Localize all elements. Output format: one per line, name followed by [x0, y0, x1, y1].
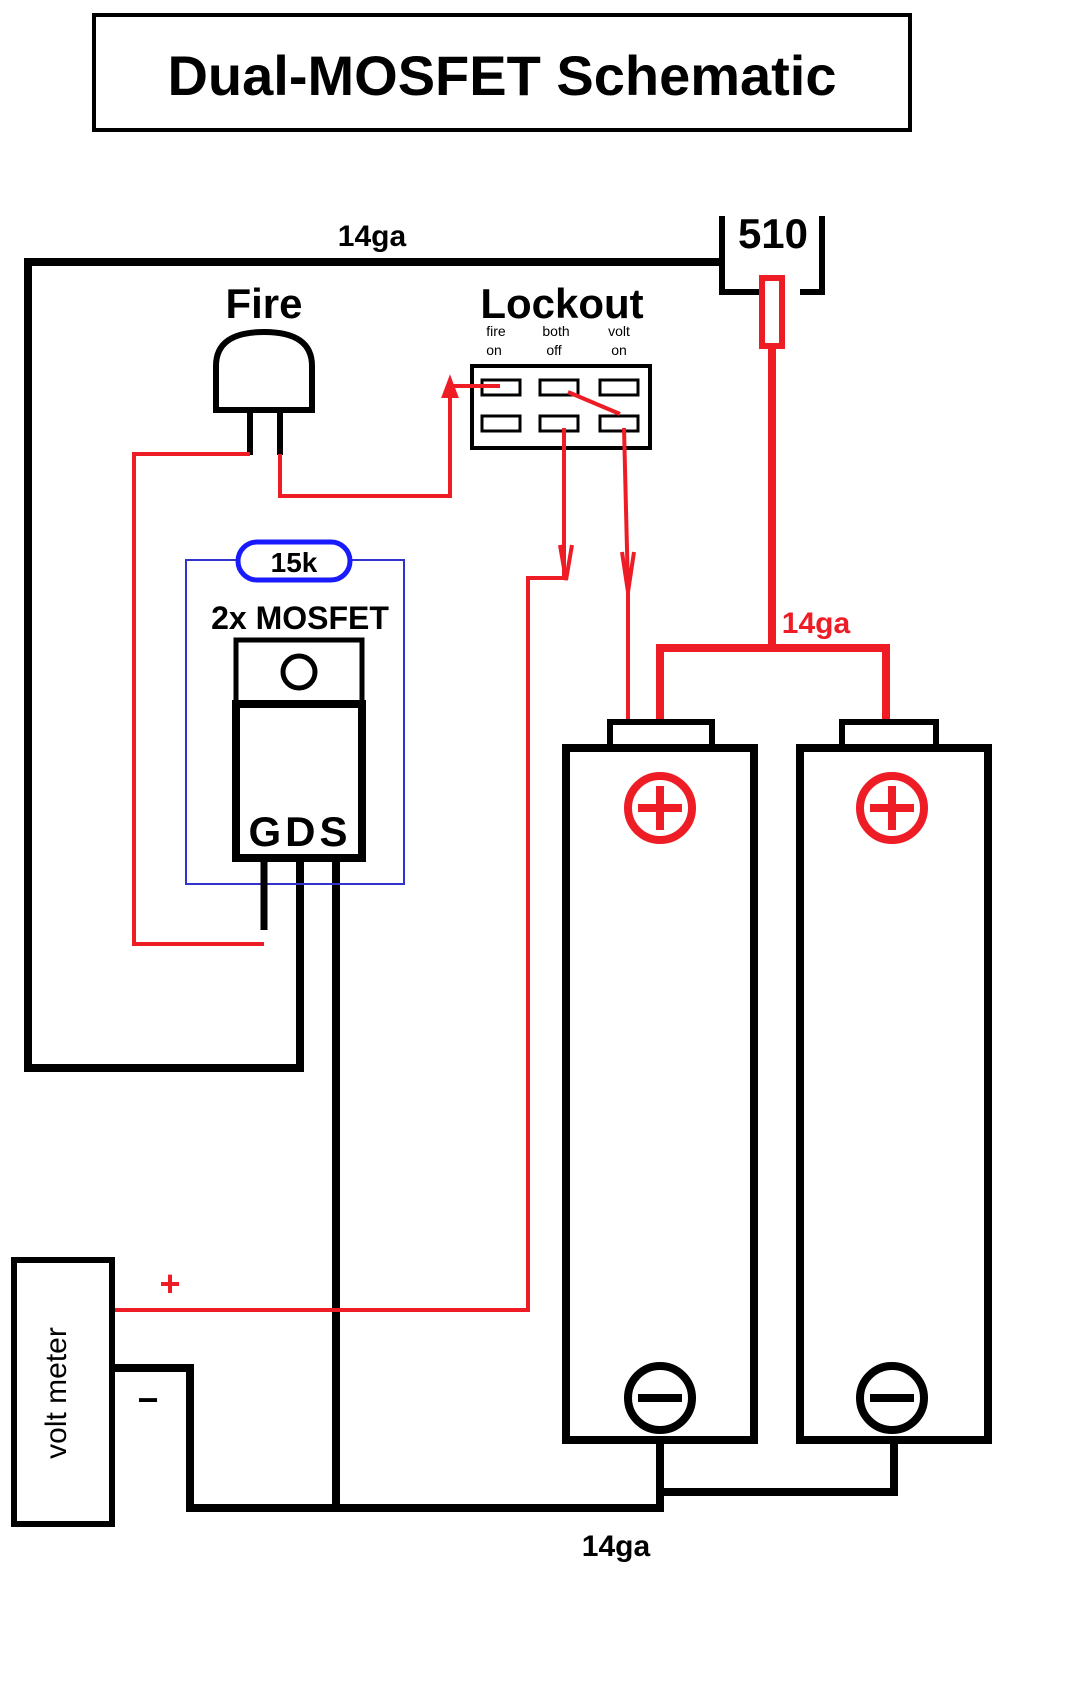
volt-meter-plus: +: [159, 1263, 180, 1304]
mosfet-tab-hole: [280, 653, 318, 691]
wire-20-24ga: [278, 384, 500, 498]
wire-battery-link: [660, 1438, 898, 1496]
battery-2-plus-icon: [856, 772, 928, 844]
lockout-switch-terminals: [480, 378, 640, 433]
lockout-fire-on-line1: fire: [486, 323, 506, 339]
battery-1-body: [562, 744, 758, 1444]
mosfet-label: 2x MOSFET: [211, 600, 389, 636]
mosfet-body: [232, 700, 366, 862]
wire-positive-split: [656, 644, 890, 724]
wire-14ga-bottom: [336, 1438, 664, 1512]
wire-fire-to-gate: [132, 452, 264, 946]
wire-meter-negative: [112, 1364, 336, 1512]
resistor-15k-label: 15k: [271, 547, 318, 578]
wire-14ga-top: [24, 258, 722, 1072]
lockout-both-off-line2: off: [546, 342, 561, 358]
battery-2: [796, 719, 992, 1444]
red-wire-solder-joints: [441, 374, 636, 593]
connector-510-label: 510: [738, 210, 808, 257]
wire-bottom-label: 14ga: [582, 1530, 651, 1563]
lockout-fire-on-line2: on: [486, 342, 502, 358]
volt-meter-body: [11, 1257, 115, 1527]
battery-1-minus-icon: [624, 1362, 696, 1434]
resistor-15k-icon: [235, 539, 353, 583]
wire-lockout-to-meter: [112, 428, 566, 1312]
title-box: [92, 13, 912, 132]
wire-top-label: 14ga: [338, 220, 407, 253]
volt-meter-label: volt meter: [40, 1327, 73, 1459]
connector-510-pin: [759, 275, 785, 349]
positive-bus: [656, 346, 890, 724]
wire-lockout-jumper: [567, 390, 621, 416]
volt-meter-minus: −: [137, 1379, 158, 1420]
connector-510: [719, 216, 825, 295]
red-wires: [112, 384, 630, 1312]
lockout-label: Lockout: [480, 280, 643, 327]
wire-positive-label: 14ga: [782, 607, 851, 640]
fire-label: Fire: [225, 280, 302, 327]
lockout-both-off-line1: both: [542, 323, 569, 339]
lockout-volt-on-line1: volt: [608, 323, 630, 339]
battery-1: [562, 719, 758, 1444]
battery-2-minus-icon: [856, 1362, 928, 1434]
mosfet-pins-label: GDS: [248, 808, 351, 855]
fire-button-icon: [213, 328, 315, 413]
battery-1-plus-icon: [624, 772, 696, 844]
battery-2-body: [796, 744, 992, 1444]
black-wires: [24, 258, 898, 1512]
page-title: Dual-MOSFET Schematic: [167, 44, 836, 107]
lockout-volt-on-line2: on: [611, 342, 627, 358]
